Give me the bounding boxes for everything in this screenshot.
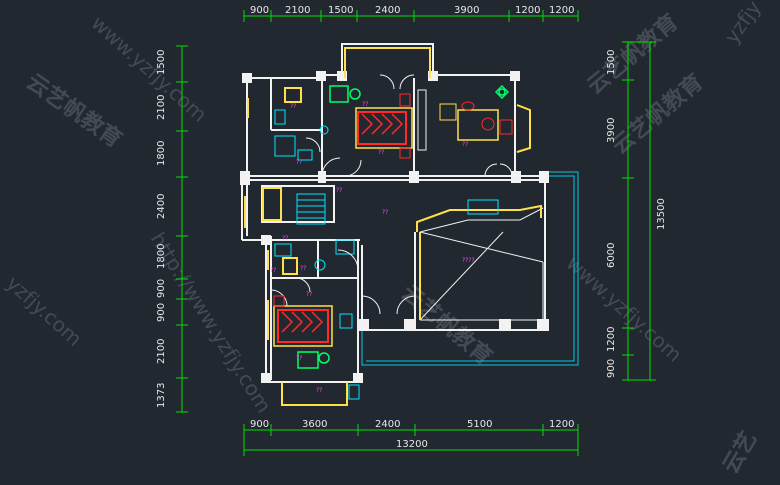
right-dim-1: 1500 [606, 50, 617, 75]
left-dim-2: 2100 [156, 95, 167, 120]
watermark-brand-4: 云艺帆教育 [582, 9, 683, 100]
bottom-dim-4: 5100 [467, 419, 492, 430]
bottom-dim-5: 1200 [549, 419, 574, 430]
top-dim-2: 2100 [285, 5, 310, 16]
room-mark-5: ?? [296, 159, 302, 166]
watermark-site-4: yzfjy [719, 0, 766, 48]
left-dim-6: 900 [156, 279, 167, 298]
left-dimension-ticks [176, 45, 188, 413]
left-dim-9: 1373 [156, 383, 167, 408]
room-mark-1: ?? [290, 103, 296, 110]
room-mark-9: ???? [462, 257, 475, 264]
upper-balcony [344, 47, 431, 78]
watermark-brand-1: 云艺帆教育 [22, 69, 127, 153]
door-swings [270, 74, 513, 315]
room-mark-7: ?? [382, 209, 388, 216]
watermark-brand-2: 云艺帆教育 [607, 69, 708, 160]
top-dimension-ticks [243, 10, 579, 22]
watermark-site-3: yzfjy.com [2, 271, 87, 351]
top-dimension-labels: 900 2100 1500 2400 3900 1200 1200 [250, 5, 574, 16]
bed-upper [355, 93, 413, 159]
bottom-dim-1: 900 [250, 419, 269, 430]
room-mark-2: ?? [362, 101, 368, 108]
right-total: 13500 [656, 198, 667, 230]
room-mark-6: ?? [336, 187, 342, 194]
room-mark-3: ?? [378, 149, 384, 156]
bed-lower [273, 295, 333, 347]
right-dim-5: 900 [606, 359, 617, 378]
left-dim-4: 2400 [156, 194, 167, 219]
room-mark-12: ?? [306, 291, 312, 298]
right-dimension-ticks [622, 41, 656, 381]
bottom-dimension-ticks [243, 424, 579, 456]
right-dimension-labels: 1500 3900 6000 1200 900 13500 [606, 50, 667, 378]
left-dimension-labels: 1500 2100 1800 2400 1800 900 900 2100 13… [156, 50, 167, 408]
left-dim-5: 1800 [156, 244, 167, 269]
left-dim-3: 1800 [156, 141, 167, 166]
room-mark-8: ?? [282, 235, 288, 242]
left-dim-8: 2100 [156, 339, 167, 364]
left-dim-1: 1500 [156, 50, 167, 75]
watermark-site-5: www.yzfjy.com [562, 251, 687, 367]
room-labels: ?? ?? ?? ?? ?? ?? ?? ?? ???? ?? ?? ?? ??… [270, 101, 475, 394]
bottom-dimension-labels: 900 3600 2400 5100 1200 13200 [250, 419, 574, 450]
room-mark-13: ?? [296, 355, 302, 362]
bottom-dim-3: 2400 [375, 419, 400, 430]
room-mark-10: ?? [300, 265, 306, 272]
void-railing [416, 204, 542, 232]
top-dim-1: 900 [250, 5, 269, 16]
right-dim-2: 3900 [606, 118, 617, 143]
top-dim-4: 2400 [375, 5, 400, 16]
terrace-outline [361, 171, 579, 366]
windows-sanitary [274, 109, 499, 400]
right-dim-4: 1200 [606, 327, 617, 352]
room-mark-14: ?? [316, 387, 322, 394]
lower-balcony [281, 382, 348, 406]
bottom-total: 13200 [396, 439, 428, 450]
top-dim-3: 1500 [328, 5, 353, 16]
top-dim-6: 1200 [515, 5, 540, 16]
armchairs [297, 84, 510, 369]
top-dim-7: 1200 [549, 5, 574, 16]
watermark: www.yzfjy.com http://www.yzfjy.com yzfjy… [2, 0, 766, 478]
stair-steps [262, 187, 282, 221]
study-furniture [417, 89, 513, 151]
room-mark-11: ?? [270, 267, 276, 274]
fixtures [244, 47, 542, 406]
top-dim-5: 3900 [454, 5, 479, 16]
watermark-brand-5: 云艺 [718, 427, 763, 478]
right-dim-3: 6000 [606, 243, 617, 268]
watermark-site-1: www.yzfjy.com [87, 11, 212, 127]
wardrobe-arc [516, 104, 531, 153]
room-mark-4: ?? [462, 141, 468, 148]
bottom-dim-2: 3600 [302, 419, 327, 430]
dimension-lines [176, 10, 656, 456]
left-dim-7: 900 [156, 303, 167, 322]
void-area [419, 207, 544, 321]
